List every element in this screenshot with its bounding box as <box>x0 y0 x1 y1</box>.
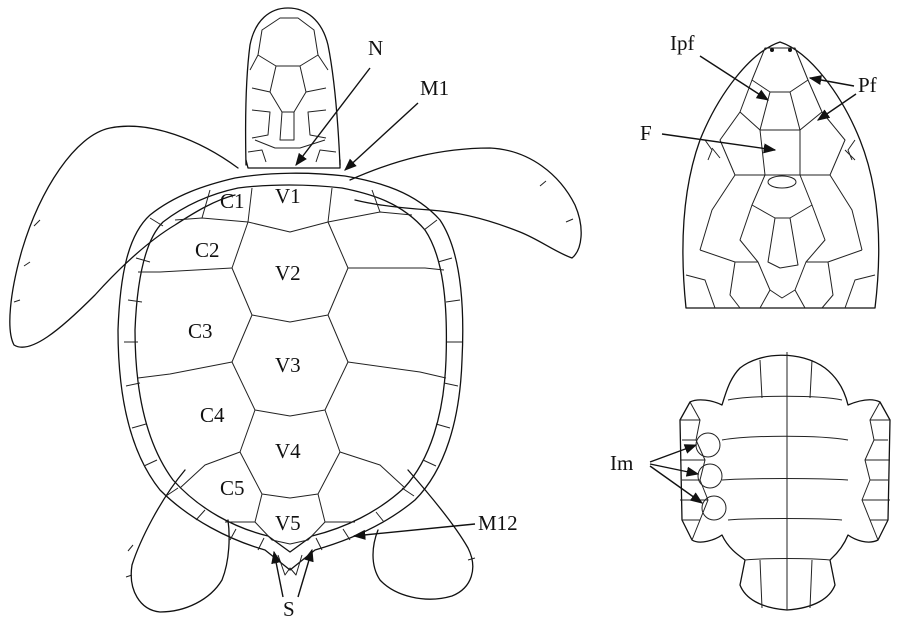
neck <box>246 160 340 168</box>
label-c1: C1 <box>220 189 245 213</box>
head-scales <box>248 18 336 162</box>
arrow-s-right <box>298 550 312 597</box>
left-rear-flipper <box>131 470 229 612</box>
label-pf: Pf <box>858 73 877 97</box>
label-c4: C4 <box>200 403 225 427</box>
arrow-ipf <box>700 56 768 100</box>
arrow-f <box>662 134 775 150</box>
inframarginal-scutes <box>680 402 890 540</box>
label-m1: M1 <box>420 76 449 100</box>
label-f: F <box>640 121 652 145</box>
plastron-outline <box>680 355 890 610</box>
arrow-pf-lower <box>818 94 856 120</box>
right-rear-flipper <box>373 470 473 599</box>
label-v2: V2 <box>275 261 301 285</box>
arrow-n <box>296 68 370 165</box>
arrow-im-3 <box>650 466 702 503</box>
label-im: Im <box>610 451 633 475</box>
label-v1: V1 <box>275 184 301 208</box>
arrow-pf-upper <box>810 78 854 86</box>
label-m12: M12 <box>478 511 518 535</box>
plastron-drawing <box>680 352 890 610</box>
label-v4: V4 <box>275 439 301 463</box>
label-n: N <box>368 36 383 60</box>
arrow-s-left <box>274 552 283 597</box>
label-s: S <box>283 597 295 621</box>
head-dorsal-drawing <box>683 42 879 308</box>
left-front-flipper <box>10 126 238 347</box>
label-c5: C5 <box>220 476 245 500</box>
label-v5: V5 <box>275 511 301 535</box>
arrow-im-1 <box>650 445 696 462</box>
label-v3: V3 <box>275 353 301 377</box>
plastron-seams <box>722 352 848 610</box>
label-c2: C2 <box>195 238 220 262</box>
label-ipf: Ipf <box>670 31 695 55</box>
label-c3: C3 <box>188 319 213 343</box>
head-plates <box>686 48 875 308</box>
supracaudal-scutes <box>278 555 302 575</box>
right-front-flipper <box>350 148 581 258</box>
arrow-im-2 <box>650 464 698 474</box>
